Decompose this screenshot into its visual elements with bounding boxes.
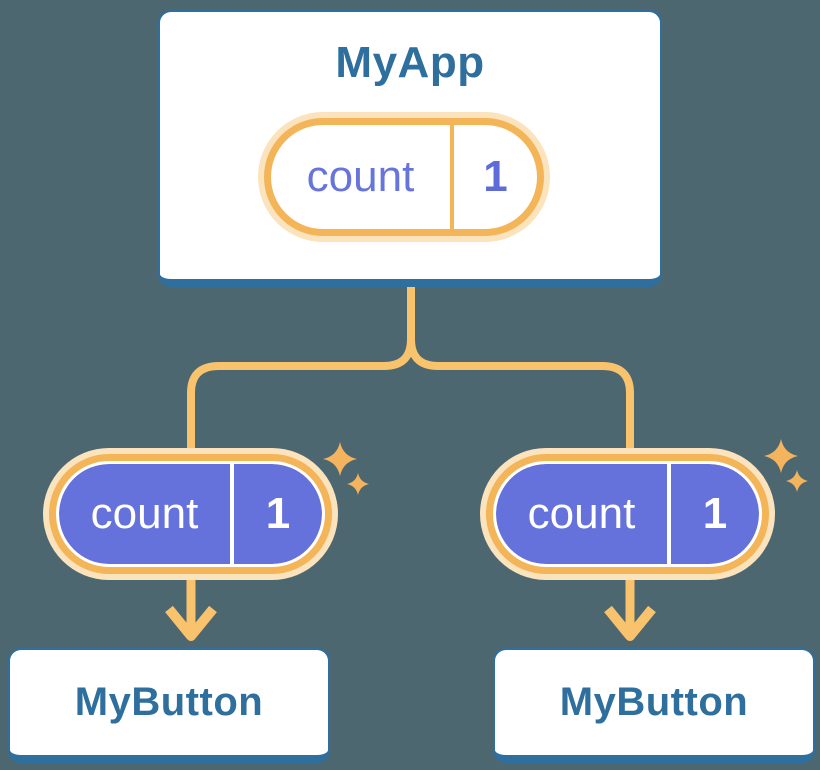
prop-pill-value: 1 (671, 464, 759, 564)
component-card-mybutton-left: MyButton (8, 648, 330, 763)
sparkle-icon (323, 442, 369, 495)
arrow-down-icon (165, 576, 217, 641)
prop-pill-value: 1 (234, 464, 322, 564)
state-pill-value: 1 (483, 152, 508, 201)
state-pill: count 1 (258, 112, 550, 242)
pill-inner: count 1 (59, 464, 322, 564)
arrow-down-icon (604, 576, 656, 641)
component-title: MyButton (559, 680, 749, 724)
sparkle-icon (764, 439, 808, 492)
pill-glow-ring: count 1 (480, 448, 775, 580)
state-pill-label: count (306, 152, 415, 201)
prop-pill: count 1 (480, 448, 775, 580)
pill-body: count 1 (264, 118, 544, 236)
pill-body: count 1 (49, 454, 332, 574)
pill-inner: count 1 (496, 464, 759, 564)
pill-glow-ring: count 1 (258, 112, 550, 242)
connector-right-branch (407, 284, 634, 452)
pill-glow-ring: count 1 (43, 448, 338, 580)
component-card-mybutton-right: MyButton (493, 648, 815, 763)
connector-left-branch (187, 284, 415, 452)
prop-pill-label: count (59, 464, 230, 564)
pill-divider (450, 125, 454, 229)
component-title: MyButton (74, 680, 264, 724)
prop-pill-label: count (496, 464, 667, 564)
pill-body: count 1 (486, 454, 769, 574)
component-title: MyApp (335, 38, 485, 87)
prop-pill: count 1 (43, 448, 338, 580)
